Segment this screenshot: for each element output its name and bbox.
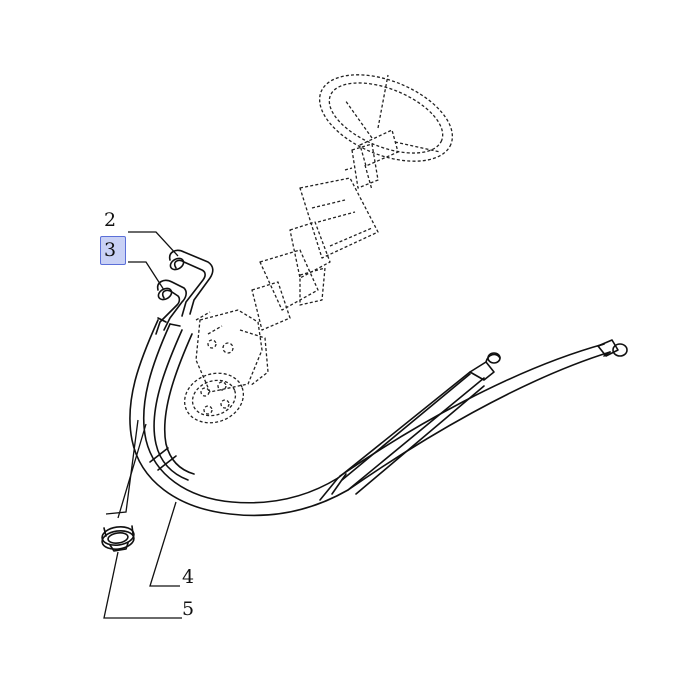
pipe-fitting-2 xyxy=(168,249,214,317)
selected-callout-highlight xyxy=(100,236,126,265)
leader-lines xyxy=(103,231,182,619)
pipe-fitting-3 xyxy=(155,279,187,335)
callout-3[interactable]: 3 xyxy=(104,239,117,261)
steering-wheel xyxy=(318,74,454,167)
callout-2[interactable]: 2 xyxy=(104,209,117,231)
steering-column xyxy=(251,143,379,331)
hose-bundle-4 xyxy=(129,317,628,517)
hose-clamp-5 xyxy=(101,525,135,552)
callout-4[interactable]: 4 xyxy=(182,566,195,588)
callout-5[interactable]: 5 xyxy=(182,598,195,620)
steering-unit xyxy=(183,309,269,424)
